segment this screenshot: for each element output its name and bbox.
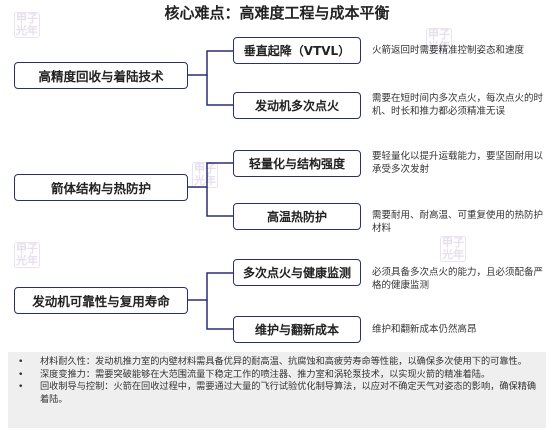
category-engine-reliability: 发动机可靠性与复用寿命 bbox=[14, 287, 188, 314]
bullet: • bbox=[18, 381, 24, 393]
note-item: • 材料耐久性：发动机推力室的内壁材料需具备优异的耐高温、抗腐蚀和高疲劳寿命等性… bbox=[18, 356, 538, 369]
category-structure-thermal: 箭体结构与热防护 bbox=[14, 174, 188, 201]
note-text: 材料耐久性：发动机推力室的内壁材料需具备优异的耐高温、抗腐蚀和高疲劳寿命等性能，… bbox=[40, 356, 527, 367]
watermark-logo: 甲子光年 bbox=[14, 12, 40, 38]
sub-restart-health: 多次点火与健康监测 bbox=[233, 259, 361, 286]
watermark-logo: 甲子光年 bbox=[426, 28, 452, 54]
notes-panel: • 材料耐久性：发动机推力室的内壁材料需具备优异的耐高温、抗腐蚀和高疲劳寿命等性… bbox=[8, 352, 546, 428]
watermark-logo: 甲子光年 bbox=[192, 162, 218, 188]
connector-line bbox=[206, 300, 233, 330]
sub-vtvl: 垂直起降（VTVL） bbox=[233, 37, 361, 64]
sub-description: 必须具备多次点火的能力，且必须配备严格的健康监测 bbox=[372, 267, 544, 291]
sub-description: 要轻量化以提升运载能力，要坚固耐用以承受多次发射 bbox=[372, 151, 544, 175]
sub-description: 需要在短时间内多次点火，每次点火的时机、时长和推力都必须精准无误 bbox=[372, 93, 544, 117]
note-text: 回收制导与控制：火箭在回收过程中，需要通过大量的飞行试验优化制导算法，以应对不确… bbox=[40, 381, 537, 405]
category-recovery-landing: 高精度回收与着陆技术 bbox=[14, 62, 188, 89]
note-item: • 回收制导与控制：火箭在回收过程中，需要通过大量的飞行试验优化制导算法，以应对… bbox=[18, 381, 538, 406]
connector-line bbox=[188, 162, 233, 188]
connector-line bbox=[188, 272, 233, 301]
connector-line bbox=[206, 75, 233, 106]
sub-description: 维护和翻新成本仍然高昂 bbox=[372, 324, 477, 335]
bullet: • bbox=[18, 368, 24, 380]
watermark-logo: 甲子光年 bbox=[14, 242, 40, 268]
connector-line bbox=[206, 187, 233, 217]
connector-line bbox=[188, 50, 233, 76]
note-text: 深度变推力：需要突破能够在大范围流量下稳定工作的喷注器、推力室和涡轮泵技术，以实… bbox=[40, 368, 491, 380]
sub-description: 需要耐用、耐高温、可重复使用的热防护材料 bbox=[372, 210, 544, 234]
sub-lightweight-strength: 轻量化与结构强度 bbox=[233, 150, 361, 177]
note-item: • 深度变推力：需要突破能够在大范围流量下稳定工作的喷注器、推力室和涡轮泵技术，… bbox=[18, 369, 538, 382]
sub-thermal-protection: 高温热防护 bbox=[233, 203, 361, 230]
bullet: • bbox=[18, 356, 24, 367]
sub-engine-restart: 发动机多次点火 bbox=[233, 92, 361, 119]
page-title: 核心难点：高难度工程与成本平衡 bbox=[164, 4, 390, 22]
sub-maintenance-cost: 维护与翻新成本 bbox=[233, 316, 361, 343]
watermark-logo: 甲子光年 bbox=[440, 236, 466, 262]
sub-description: 火箭返回时需要精准控制姿态和速度 bbox=[372, 45, 525, 56]
